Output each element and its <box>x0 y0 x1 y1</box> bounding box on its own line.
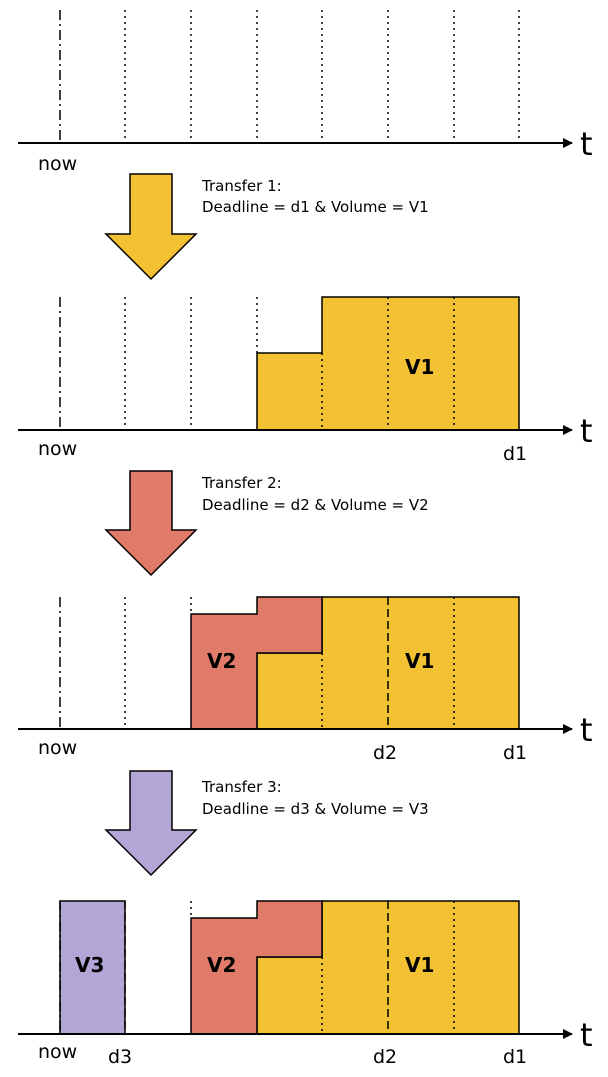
transfer-1-subtitle: Deadline = d1 & Volume = V1 <box>202 198 429 216</box>
transfer-2-arrow: Transfer 2: Deadline = d2 & Volume = V2 <box>104 470 429 577</box>
transfer-3-subtitle: Deadline = d3 & Volume = V3 <box>202 800 429 818</box>
volume-label-v3: V3 <box>75 953 104 977</box>
down-arrow-icon <box>104 470 198 577</box>
now-label: now <box>38 737 77 759</box>
timeline-panel-3: t now d2 d1 V2 V1 <box>18 596 593 764</box>
volume-block-v2 <box>190 900 323 1035</box>
transfer-1-arrow: Transfer 1: Deadline = d1 & Volume = V1 <box>104 173 429 281</box>
transfer-3-title: Transfer 3: <box>201 778 282 796</box>
volume-label-v2: V2 <box>207 649 236 673</box>
timeline-panel-4: t now d3 d2 d1 V3 V2 V1 <box>18 900 593 1068</box>
volume-label-v1: V1 <box>405 649 434 673</box>
time-slot-gridlines <box>124 597 455 729</box>
time-slot-gridlines <box>124 10 520 143</box>
time-axis-label: t <box>580 412 593 450</box>
now-label: now <box>38 1041 77 1063</box>
time-slot-gridlines <box>124 297 455 430</box>
timeline-panel-2: t now d1 V1 <box>18 296 593 465</box>
now-label: now <box>38 438 77 460</box>
volume-block-v2 <box>190 596 323 730</box>
volume-label-v1: V1 <box>405 355 434 379</box>
transfer-2-title: Transfer 2: <box>201 474 282 492</box>
time-axis-label: t <box>580 1016 593 1054</box>
transfer-2-subtitle: Deadline = d2 & Volume = V2 <box>202 496 429 514</box>
time-axis-label: t <box>580 711 593 749</box>
deadline-label-d2: d2 <box>373 1046 397 1068</box>
deadline-label-d3: d3 <box>108 1046 132 1068</box>
deadline-label-d1: d1 <box>503 1046 527 1068</box>
volume-label-v2: V2 <box>207 953 236 977</box>
deadline-label-d2: d2 <box>373 742 397 764</box>
time-axis-label: t <box>580 125 593 163</box>
timeline-panel-1: t now <box>18 10 593 175</box>
time-slot-gridlines <box>190 901 455 1034</box>
now-label: now <box>38 153 77 175</box>
deadline-label-d1: d1 <box>503 742 527 764</box>
transfer-1-title: Transfer 1: <box>201 177 282 195</box>
down-arrow-icon <box>104 770 198 877</box>
volume-label-v1: V1 <box>405 953 434 977</box>
transfer-3-arrow: Transfer 3: Deadline = d3 & Volume = V3 <box>104 770 429 877</box>
down-arrow-icon <box>104 173 198 281</box>
deadline-label-d1: d1 <box>503 443 527 465</box>
